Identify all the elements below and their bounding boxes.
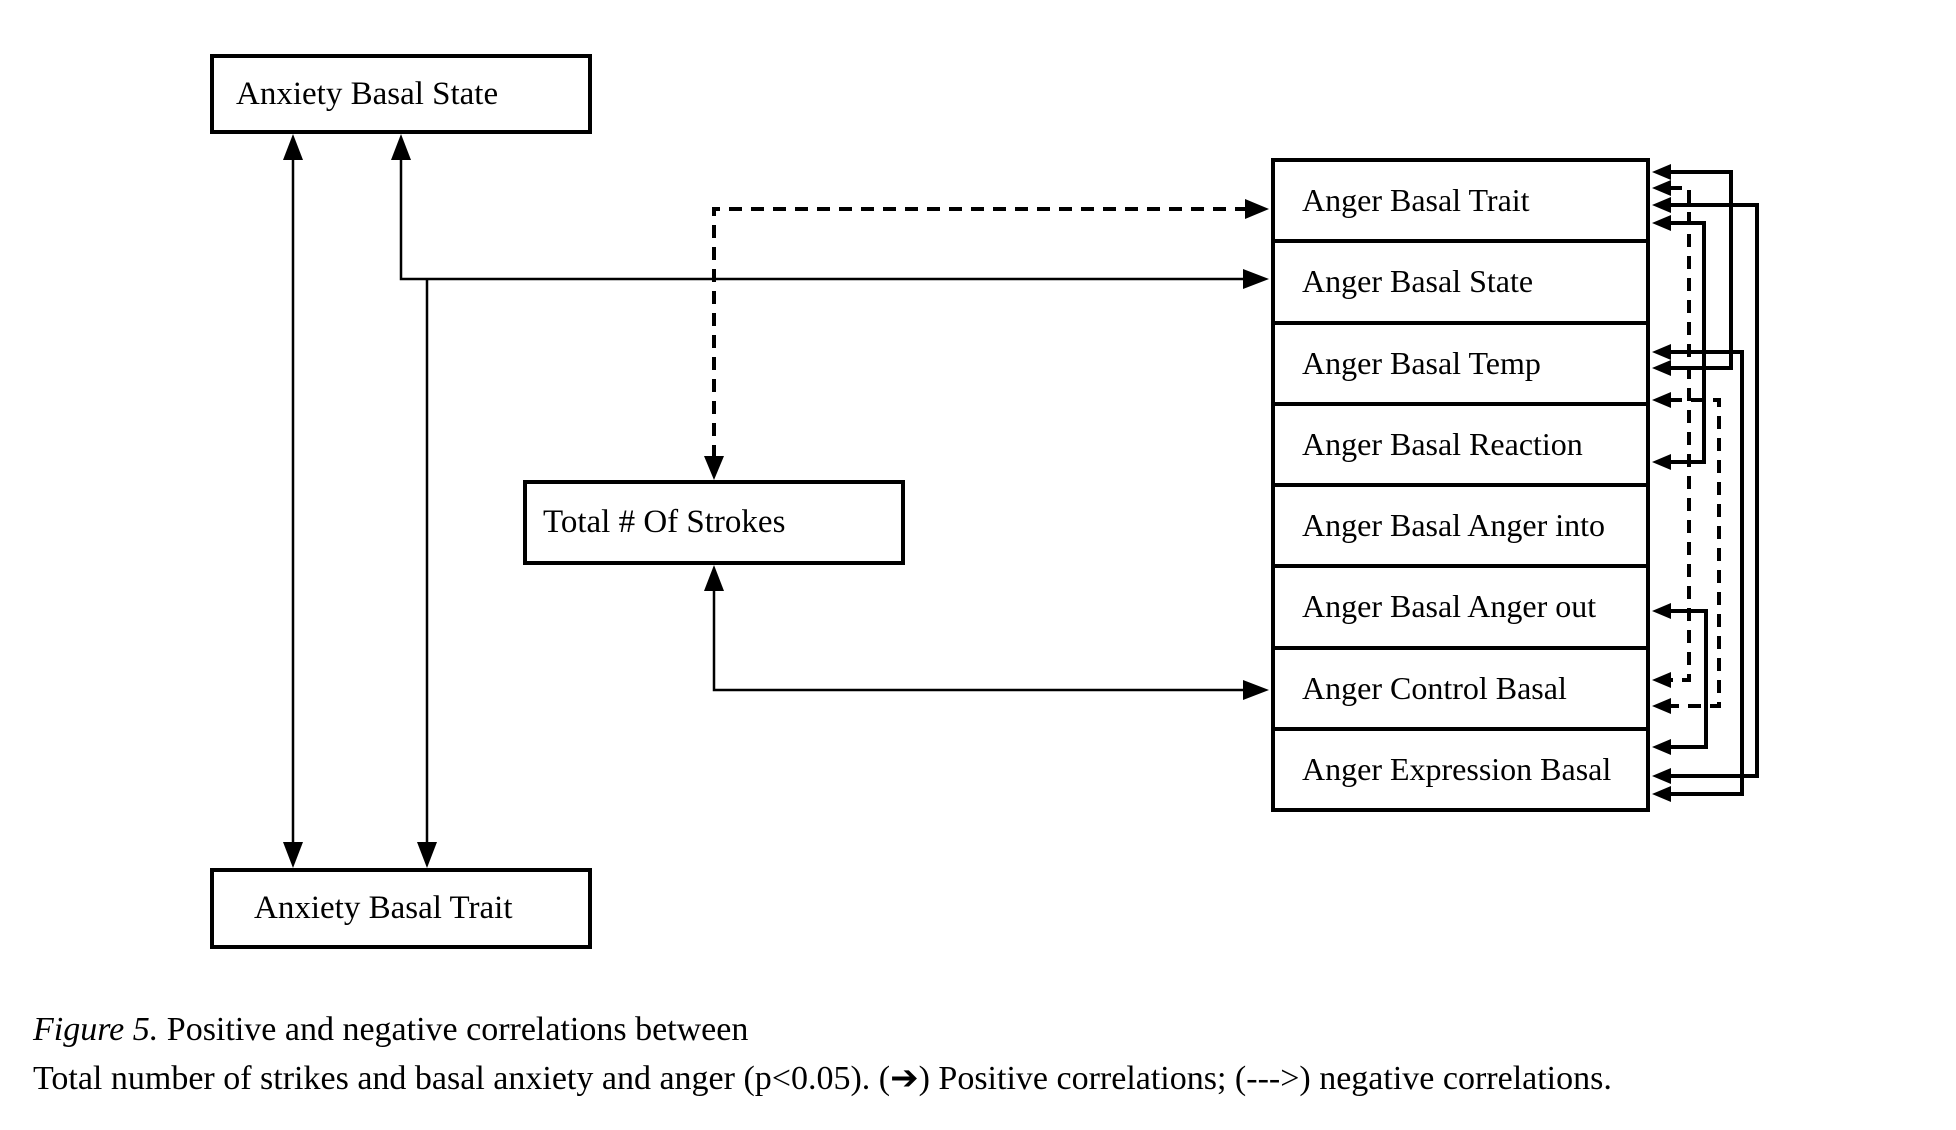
- anger-basal-state-label: Anger Basal State: [1302, 263, 1534, 300]
- caption-line-2: Total number of strikes and basal anxiet…: [33, 1054, 1612, 1103]
- anger-basal-reaction-label: Anger Basal Reaction: [1302, 425, 1583, 462]
- caption-line-1: Figure 5. Positive and negative correlat…: [33, 1006, 1612, 1054]
- anger-control-basal-row: Anger Control Basal: [1275, 649, 1646, 731]
- anxiety-basal-trait-label: Anxiety Basal Trait: [254, 890, 513, 926]
- edge-strokes--anger-control: [712, 589, 1245, 692]
- arrowhead-anger-temp--anger-expression: [1652, 344, 1671, 360]
- arrowhead-strokes--anger-control: [704, 565, 724, 591]
- edge-anger-trait--anger-temp: [1669, 170, 1733, 370]
- anxiety-basal-trait-box: Anxiety Basal Trait: [210, 868, 592, 949]
- anger-basal-anger-out-row: Anger Basal Anger out: [1275, 568, 1646, 650]
- edge-anger-trait--anger-control: [1669, 186, 1691, 682]
- arrowhead-anger-temp--anger-control: [1652, 392, 1671, 408]
- arrowhead-anger-trait--anger-control: [1652, 180, 1671, 196]
- edge-anxiety-state--anger-state: [399, 158, 1245, 281]
- arrowhead-strokes--anger-trait: [704, 456, 724, 480]
- anxiety-basal-state-label: Anxiety Basal State: [236, 75, 499, 112]
- arrowhead-anger-trait--anger-expression: [1652, 197, 1671, 213]
- anger-basal-trait-row: Anger Basal Trait: [1275, 162, 1646, 244]
- anger-expression-basal-label: Anger Expression Basal: [1302, 750, 1612, 787]
- caption-line-2-text-a: Total number of strikes and basal anxiet…: [33, 1060, 891, 1097]
- arrowhead-anger-trait--anger-temp: [1652, 360, 1671, 376]
- arrowhead-anger-trait--anger-control: [1652, 672, 1671, 688]
- anger-basal-state-row: Anger Basal State: [1275, 243, 1646, 325]
- arrowhead-anger-trait--anger-reaction: [1652, 454, 1671, 470]
- figure-caption: Figure 5. Positive and negative correlat…: [33, 1006, 1612, 1103]
- anger-basal-trait-label: Anger Basal Trait: [1302, 182, 1530, 219]
- arrowhead-anxiety-state--anger-state: [391, 134, 411, 160]
- positive-arrow-symbol: ➔: [890, 1058, 919, 1098]
- arrowhead-anger-state-branch--anxiety-trait: [417, 842, 437, 868]
- anger-basal-anger-into-label: Anger Basal Anger into: [1302, 507, 1606, 544]
- arrowhead-anger-trait--anger-temp: [1652, 164, 1671, 180]
- anxiety-basal-state-box: Anxiety Basal State: [210, 54, 592, 134]
- anger-basal-anger-out-label: Anger Basal Anger out: [1302, 588, 1597, 625]
- caption-figure-label: Figure 5.: [33, 1011, 159, 1048]
- total-strokes-box: Total # Of Strokes: [523, 480, 905, 565]
- anger-basal-temp-label: Anger Basal Temp: [1302, 344, 1541, 381]
- arrowhead-anger-trait--anger-reaction: [1652, 215, 1671, 231]
- edge-anger-trait--anger-reaction: [1669, 221, 1706, 464]
- total-strokes-label: Total # Of Strokes: [543, 504, 786, 540]
- anger-basal-anger-into-row: Anger Basal Anger into: [1275, 487, 1646, 569]
- caption-line-1-text: Positive and negative correlations betwe…: [158, 1011, 749, 1048]
- edge-anger-temp--anger-expression: [1669, 350, 1744, 796]
- arrowhead-anxiety-state--anxiety-trait: [283, 134, 303, 160]
- arrowhead-anxiety-state--anxiety-trait: [283, 842, 303, 868]
- arrowhead-anger-temp--anger-expression: [1652, 786, 1671, 802]
- arrowhead-strokes--anger-control: [1243, 680, 1269, 700]
- arrowhead-anxiety-state--anger-state: [1243, 269, 1269, 289]
- arrowhead-anger-temp--anger-control: [1652, 698, 1671, 714]
- anger-control-basal-label: Anger Control Basal: [1302, 669, 1567, 706]
- caption-line-2-text-b: ) Positive correlations; (--->) negative…: [918, 1060, 1612, 1097]
- edge-anger-temp--anger-control: [1669, 398, 1721, 708]
- arrowhead-anger-trait--anger-expression: [1652, 768, 1671, 784]
- edge-anger-out--anger-expression: [1669, 609, 1708, 749]
- edge-anger-trait--anger-expression: [1669, 203, 1759, 778]
- anger-expression-basal-row: Anger Expression Basal: [1275, 730, 1646, 808]
- arrowhead-strokes--anger-trait: [1245, 199, 1269, 219]
- arrowhead-anger-out--anger-expression: [1652, 739, 1671, 755]
- anger-basal-reaction-row: Anger Basal Reaction: [1275, 405, 1646, 487]
- edge-strokes--anger-trait: [712, 207, 1247, 458]
- anger-basal-temp-row: Anger Basal Temp: [1275, 324, 1646, 406]
- arrowhead-anger-out--anger-expression: [1652, 603, 1671, 619]
